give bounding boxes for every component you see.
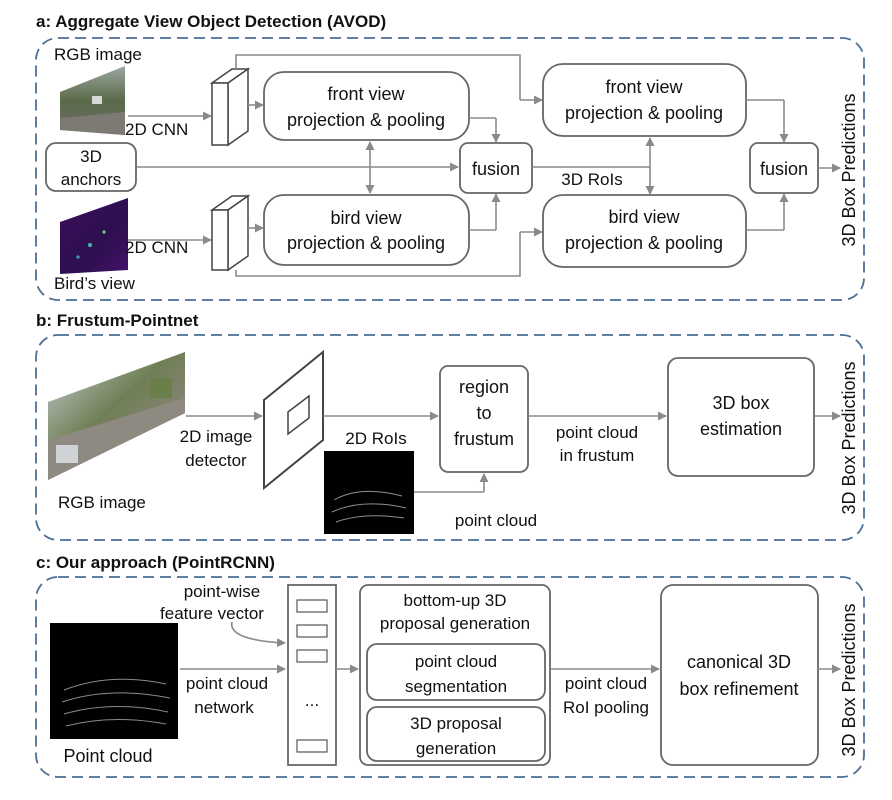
section-b-title: b: Frustum-Pointnet [36,311,199,330]
b-estimation-box [667,357,815,477]
c-segmentation-box [366,643,546,701]
c-network-line1: point cloud [186,674,268,693]
c-point-cloud-image [50,623,178,739]
a-bev-image [60,198,128,274]
a-anchors-line1: 3D [80,147,102,166]
c-feature-stack [287,584,337,766]
b-region-box [439,365,529,473]
b-frustum-line2: in frustum [560,446,635,465]
a-front-view-box-1 [263,71,470,141]
b-frustum-line1: point cloud [556,423,638,442]
a-fusion-2-label: fusion [760,159,808,179]
a-bird-view-1-line2: projection & pooling [287,233,445,253]
c-segmentation-line2: segmentation [405,677,507,696]
a-birds-view-label: Bird’s view [54,274,136,293]
a-cnn-bottom-label: 2D CNN [125,238,188,257]
c-ellipsis: ... [305,691,319,710]
b-estimation-line1: 3D box [712,393,769,413]
c-roi-pooling-line2: RoI pooling [563,698,649,717]
section-a-panel [35,37,865,301]
a-fusion-1-label: fusion [472,159,520,179]
a-bird-view-2-line2: projection & pooling [565,233,723,253]
c-bottom-up-line2: proposal generation [380,614,530,633]
c-point-cloud-label: Point cloud [63,746,152,766]
section-c-panel [35,576,865,778]
a-rois-label: 3D RoIs [561,170,622,189]
c-network-line2: network [194,698,254,717]
c-roi-pooling-line1: point cloud [565,674,647,693]
a-connectors [128,54,841,277]
b-region-line2: to [476,403,491,423]
c-proposal-line2: generation [416,739,496,758]
c-refinement-line2: box refinement [679,679,798,699]
a-cnn-top-label: 2D CNN [125,120,188,139]
a-rgb-image-label: RGB image [54,45,142,64]
c-proposal-line1: 3D proposal [410,714,502,733]
c-output-label: 3D Box Predictions [839,603,859,756]
a-output-label: 3D Box Predictions [839,93,859,246]
c-feature-line2: feature vector [160,604,264,623]
b-connectors [186,411,841,493]
b-rgb-image [48,352,185,480]
section-a-title: a: Aggregate View Object Detection (AVOD… [36,12,386,31]
c-refinement-line1: canonical 3D [687,652,791,672]
b-point-cloud-label: point cloud [455,511,537,530]
b-output-label: 3D Box Predictions [839,361,859,514]
b-rgb-image-label: RGB image [58,493,146,512]
b-estimation-line2: estimation [700,419,782,439]
b-region-line3: frustum [454,429,514,449]
c-feature-line1: point-wise [184,582,261,601]
a-front-view-2-line2: projection & pooling [565,103,723,123]
c-refinement-box [660,584,819,766]
b-region-line1: region [459,377,509,397]
a-anchors-line2: anchors [61,170,121,189]
a-front-view-box-2 [542,63,747,137]
a-bird-view-box-2 [542,194,747,268]
section-b-panel [35,334,865,541]
section-c-title: c: Our approach (PointRCNN) [36,553,275,572]
a-bird-view-1-line1: bird view [330,208,402,228]
c-segmentation-line1: point cloud [415,652,497,671]
b-rois-label: 2D RoIs [345,429,406,448]
c-proposal-box [366,706,546,762]
a-front-view-2-line1: front view [605,77,683,97]
b-detector-frame [263,349,324,491]
b-detector-line2: detector [185,451,247,470]
b-point-cloud-image [324,451,414,534]
a-cnn-block-top [209,67,251,147]
a-bird-view-2-line1: bird view [608,207,680,227]
c-bottom-up-line1: bottom-up 3D [404,591,507,610]
a-anchors-box [45,142,137,192]
c-connectors [180,621,841,674]
a-front-view-1-line1: front view [327,84,405,104]
a-cnn-block-bottom [209,194,251,272]
a-rgb-image [60,66,125,135]
b-detector-line1: 2D image [180,427,253,446]
a-bird-view-box-1 [263,194,470,266]
a-front-view-1-line2: projection & pooling [287,110,445,130]
